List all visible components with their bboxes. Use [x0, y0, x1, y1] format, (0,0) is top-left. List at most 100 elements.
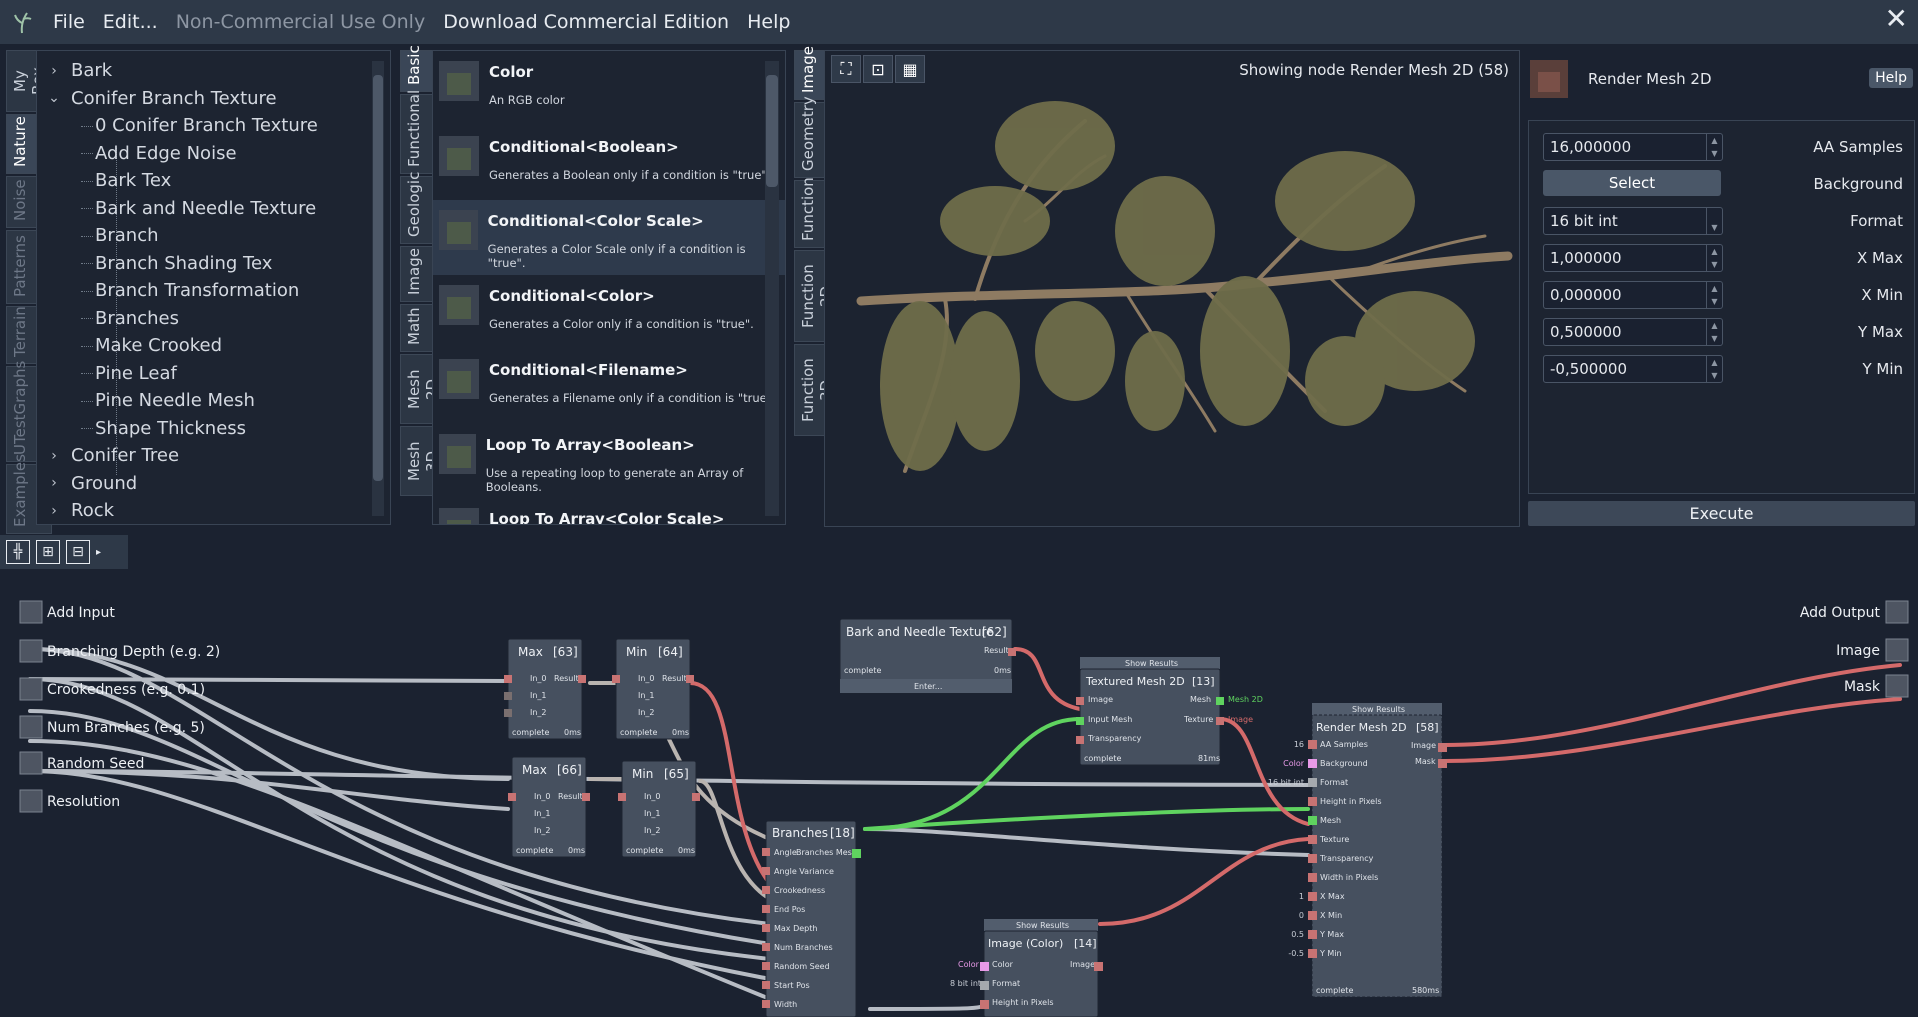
- tree-item[interactable]: Make Crooked: [37, 332, 390, 360]
- node-min-64[interactable]: Min [64] In_0 In_1 In_2 Result complete …: [612, 638, 694, 740]
- input-port[interactable]: [1308, 759, 1317, 768]
- tree-item[interactable]: Branch Shading Tex: [37, 250, 390, 278]
- input-port[interactable]: [1308, 892, 1317, 901]
- tree-folder[interactable]: ›Rock: [37, 497, 390, 525]
- input-port[interactable]: [1308, 740, 1317, 749]
- input-port[interactable]: [762, 943, 770, 951]
- output-port[interactable]: [582, 793, 590, 801]
- graph-input-port[interactable]: [19, 751, 43, 775]
- tree-folder[interactable]: ⌄Conifer Branch Texture: [37, 85, 390, 113]
- graph-input-port[interactable]: [19, 639, 43, 663]
- spinner-icon[interactable]: ▲▼: [1706, 134, 1722, 160]
- graph-output-port[interactable]: [1885, 638, 1909, 662]
- spinner-icon[interactable]: ▲▼: [1706, 356, 1722, 382]
- property-input[interactable]: 1,000000▲▼: [1543, 244, 1723, 272]
- graph-input-port[interactable]: [19, 715, 43, 739]
- input-port[interactable]: [508, 793, 516, 801]
- graph-output-port[interactable]: [1885, 600, 1909, 624]
- chevron-right-icon[interactable]: ›: [51, 475, 57, 492]
- output-port[interactable]: [1094, 962, 1103, 971]
- close-icon[interactable]: ✕: [1884, 2, 1908, 35]
- library-scroll-thumb[interactable]: [766, 75, 778, 187]
- library-item[interactable]: Conditional<Filename>Generates a Filenam…: [433, 349, 785, 424]
- input-port[interactable]: [504, 675, 512, 683]
- graph-input-port[interactable]: [19, 789, 43, 813]
- node-graph[interactable]: .n { fill:#46505f; stroke:#1d2431; strok…: [0, 569, 1918, 1017]
- input-port[interactable]: [762, 848, 770, 856]
- output-port[interactable]: [1438, 743, 1447, 752]
- input-port[interactable]: [1308, 854, 1317, 863]
- input-port[interactable]: [762, 924, 770, 932]
- expand-node-icon[interactable]: ⊞: [36, 540, 60, 564]
- input-port[interactable]: [1308, 911, 1317, 920]
- node-render-mesh-2d-58[interactable]: Show Results Render Mesh 2D [58] AA Samp…: [1268, 703, 1447, 998]
- spinner-icon[interactable]: ▲▼: [1706, 245, 1722, 271]
- input-port[interactable]: [1076, 736, 1084, 744]
- input-port[interactable]: [504, 709, 512, 717]
- enter-button[interactable]: Enter...: [914, 682, 942, 691]
- input-port[interactable]: [618, 793, 626, 801]
- node-textured-mesh-2d-13[interactable]: Show Results Textured Mesh 2D [13] Image…: [1076, 657, 1263, 766]
- tree-item[interactable]: Add Edge Noise: [37, 140, 390, 168]
- tree-item[interactable]: Branch: [37, 222, 390, 250]
- library-item[interactable]: Conditional<Color>Generates a Color only…: [433, 275, 785, 350]
- chevron-right-icon[interactable]: ›: [51, 62, 57, 79]
- add-node-icon[interactable]: ╬: [6, 540, 30, 564]
- node-image-color-14[interactable]: Show Results Image (Color) [14] Color Fo…: [950, 919, 1103, 1017]
- output-port[interactable]: [1438, 759, 1447, 768]
- graph-output-port[interactable]: [1885, 674, 1909, 698]
- input-port[interactable]: [762, 962, 770, 970]
- help-button[interactable]: Help: [1869, 68, 1913, 88]
- tree-item[interactable]: Bark Tex: [37, 167, 390, 195]
- execute-button[interactable]: Execute: [1528, 501, 1915, 526]
- node-min-65[interactable]: Min [65] In_0 In_1 In_2 complete 0ms: [618, 760, 700, 858]
- show-results-button[interactable]: Show Results: [1352, 705, 1405, 714]
- tree-scroll-thumb[interactable]: [373, 75, 383, 481]
- tree-folder[interactable]: ›Ground: [37, 470, 390, 498]
- output-port[interactable]: [1216, 697, 1224, 705]
- input-port[interactable]: [1308, 873, 1317, 882]
- property-input[interactable]: 0,500000▲▼: [1543, 318, 1723, 346]
- input-port[interactable]: [762, 1000, 770, 1008]
- library-item[interactable]: Conditional<Boolean>Generates a Boolean …: [433, 126, 785, 201]
- node-bark-needle-texture-62[interactable]: Bark and Needle Texture [62] Result comp…: [839, 618, 1016, 694]
- tree-item[interactable]: Pine Needle Mesh: [37, 387, 390, 415]
- grid-icon[interactable]: ▦: [895, 55, 925, 83]
- menu-edit[interactable]: Edit...: [102, 11, 158, 33]
- input-port[interactable]: [980, 962, 989, 971]
- property-input[interactable]: -0,500000▲▼: [1543, 355, 1723, 383]
- chevron-right-icon[interactable]: ▸: [96, 546, 102, 558]
- output-port[interactable]: [852, 849, 861, 858]
- fit-view-icon[interactable]: ⛶: [831, 55, 861, 83]
- input-port[interactable]: [980, 1000, 989, 1009]
- tree-item[interactable]: Bark and Needle Texture: [37, 195, 390, 223]
- menu-download-commercial[interactable]: Download Commercial Edition: [443, 11, 730, 33]
- input-port[interactable]: [1308, 816, 1317, 825]
- node-graph-canvas[interactable]: .n { fill:#46505f; stroke:#1d2431; strok…: [0, 569, 1918, 1017]
- graph-input-port[interactable]: [19, 600, 43, 624]
- tree-item[interactable]: Branches: [37, 305, 390, 333]
- input-port[interactable]: [1308, 835, 1317, 844]
- input-port[interactable]: [1076, 717, 1084, 725]
- input-port[interactable]: [612, 675, 620, 683]
- output-port[interactable]: [1008, 648, 1016, 656]
- chevron-down-icon[interactable]: ⌄: [48, 90, 60, 107]
- node-max-66[interactable]: Max [66] In_0 In_1 In_2 Result complete …: [508, 756, 590, 858]
- property-input[interactable]: 0,000000▲▼: [1543, 281, 1723, 309]
- node-max-63[interactable]: Max [63] In_0 In_1 In_2 Result complete …: [504, 638, 586, 740]
- tree-folder[interactable]: ›Bark: [37, 57, 390, 85]
- tree-item[interactable]: Branch Transformation: [37, 277, 390, 305]
- output-port[interactable]: [686, 675, 694, 683]
- spinner-icon[interactable]: ▲▼: [1706, 319, 1722, 345]
- chevron-right-icon[interactable]: ›: [51, 447, 57, 464]
- zoom-actual-icon[interactable]: ⊡: [863, 55, 893, 83]
- input-port[interactable]: [762, 886, 770, 894]
- output-port[interactable]: [692, 793, 700, 801]
- library-item[interactable]: Loop To Array<Boolean>Use a repeating lo…: [433, 424, 785, 499]
- input-port[interactable]: [504, 692, 512, 700]
- input-port[interactable]: [1308, 778, 1317, 787]
- format-select[interactable]: 16 bit int▼: [1543, 207, 1723, 235]
- menu-file[interactable]: File: [53, 11, 85, 33]
- input-port[interactable]: [762, 981, 770, 989]
